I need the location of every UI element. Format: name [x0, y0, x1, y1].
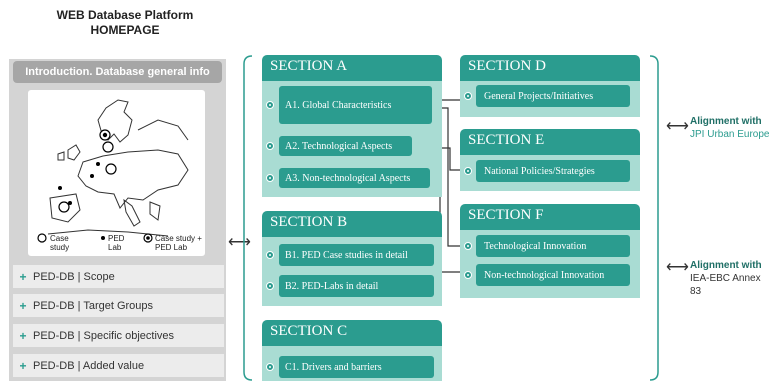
ped-item-label: PED-DB | Specific objectives [33, 329, 175, 342]
radio-icon [266, 142, 274, 150]
ped-scope-item[interactable]: + PED-DB | Scope [13, 265, 224, 288]
section-e-item-1[interactable]: National Policies/Strategies [476, 160, 630, 182]
section-d-title: SECTION D [468, 58, 546, 74]
section-e-title: SECTION E [468, 132, 545, 148]
legend-both: Case study + PED Lab [155, 234, 202, 252]
section-a-item-3[interactable]: A3. Non-technological Aspects [279, 168, 430, 188]
ped-item-label: PED-DB | Added value [33, 359, 145, 372]
double-arrow-icon: ⟷ [666, 259, 689, 276]
plus-icon: + [19, 358, 27, 373]
plus-icon: + [19, 269, 27, 284]
section-f-title: SECTION F [468, 207, 544, 223]
alignment-heading: Alignment with [690, 260, 762, 271]
italy-outline [123, 198, 141, 227]
section-c-item-1[interactable]: C1. Drivers and barriers [279, 356, 434, 378]
ped-added-value-item[interactable]: + PED-DB | Added value [13, 354, 224, 377]
case-study-marker [58, 201, 70, 213]
item-label: National Policies/Strategies [484, 165, 595, 177]
iberia-outline [49, 193, 81, 223]
intro-header[interactable]: Introduction. Database general info [13, 61, 222, 83]
item-label: A3. Non-technological Aspects [285, 172, 411, 184]
legend-ped-lab-symbol [101, 236, 105, 240]
item-label: Technological Innovation [484, 240, 587, 252]
alignment-jpi: Alignment with JPI Urban Europe [690, 115, 770, 141]
ped-item-label: PED-DB | Scope [33, 270, 115, 283]
radio-icon [464, 242, 472, 250]
page-title: WEB Database Platform HOMEPAGE [40, 8, 210, 38]
double-arrow-icon: ⟷ [228, 234, 251, 251]
section-f-item-2[interactable]: Non-technological Innovation [476, 264, 630, 286]
europe-map-svg [37, 99, 189, 243]
ped-specific-objectives-item[interactable]: + PED-DB | Specific objectives [13, 324, 224, 347]
britain-outline [67, 144, 81, 161]
section-a-item-2[interactable]: A2. Technological Aspects [279, 136, 412, 156]
title-line-1: WEB Database Platform [56, 8, 194, 22]
item-label: Non-technological Innovation [484, 269, 605, 281]
ped-lab-marker [96, 162, 100, 166]
item-label: A1. Global Characteristics [285, 99, 392, 111]
radio-icon [464, 92, 472, 100]
legend-ped-lab: PED Lab [108, 234, 125, 252]
case-study-marker [102, 141, 114, 153]
radio-icon [464, 271, 472, 279]
section-a-title: SECTION A [270, 58, 348, 74]
section-a-item-1[interactable]: A1. Global Characteristics [279, 86, 432, 124]
item-label: General Projects/Initiatives [484, 90, 594, 102]
radio-icon [266, 251, 274, 259]
legend-case-study: Case study [50, 234, 70, 252]
radio-icon [266, 282, 274, 290]
alignment-heading: Alignment with [690, 116, 762, 127]
item-label: B2. PED-Labs in detail [285, 280, 379, 292]
ped-lab-marker [58, 186, 62, 190]
section-f-item-1[interactable]: Technological Innovation [476, 235, 630, 257]
baltic-outline [137, 119, 189, 141]
ped-lab-marker [90, 174, 94, 178]
plus-icon: + [19, 328, 27, 343]
section-b-item-2[interactable]: B2. PED-Labs in detail [279, 275, 434, 297]
ped-target-groups-item[interactable]: + PED-DB | Target Groups [13, 294, 224, 317]
left-bracket [243, 55, 253, 381]
alignment-target: JPI Urban Europe [690, 129, 770, 140]
ped-item-label: PED-DB | Target Groups [33, 299, 154, 312]
item-label: B1. PED Case studies in detail [285, 249, 408, 261]
ped-lab-marker [68, 201, 72, 205]
radio-icon [266, 363, 274, 371]
section-c-title: SECTION C [270, 323, 348, 339]
balkans-outline [149, 201, 161, 221]
case-study-marker [105, 163, 117, 175]
alignment-iea: Alignment with IEA-EBC Annex 83 [690, 259, 774, 298]
section-b-title: SECTION B [270, 214, 348, 230]
ireland-outline [57, 151, 65, 161]
right-bracket [649, 55, 659, 381]
section-d-item-1[interactable]: General Projects/Initiatives [476, 85, 630, 107]
radio-icon [266, 101, 274, 109]
item-label: A2. Technological Aspects [285, 140, 393, 152]
title-line-2: HOMEPAGE [90, 23, 160, 37]
item-label: C1. Drivers and barriers [285, 361, 382, 373]
radio-icon [266, 174, 274, 182]
section-b-item-1[interactable]: B1. PED Case studies in detail [279, 244, 434, 266]
alignment-target: IEA-EBC Annex 83 [690, 273, 761, 297]
plus-icon: + [19, 298, 27, 313]
europe-map: Case study PED Lab Case study + PED Lab [28, 90, 205, 256]
legend-case-study-symbol [37, 233, 47, 243]
case-study-ped-lab-dot [102, 132, 108, 138]
radio-icon [464, 167, 472, 175]
double-arrow-icon: ⟷ [666, 118, 689, 135]
mainland-outline [77, 149, 189, 209]
